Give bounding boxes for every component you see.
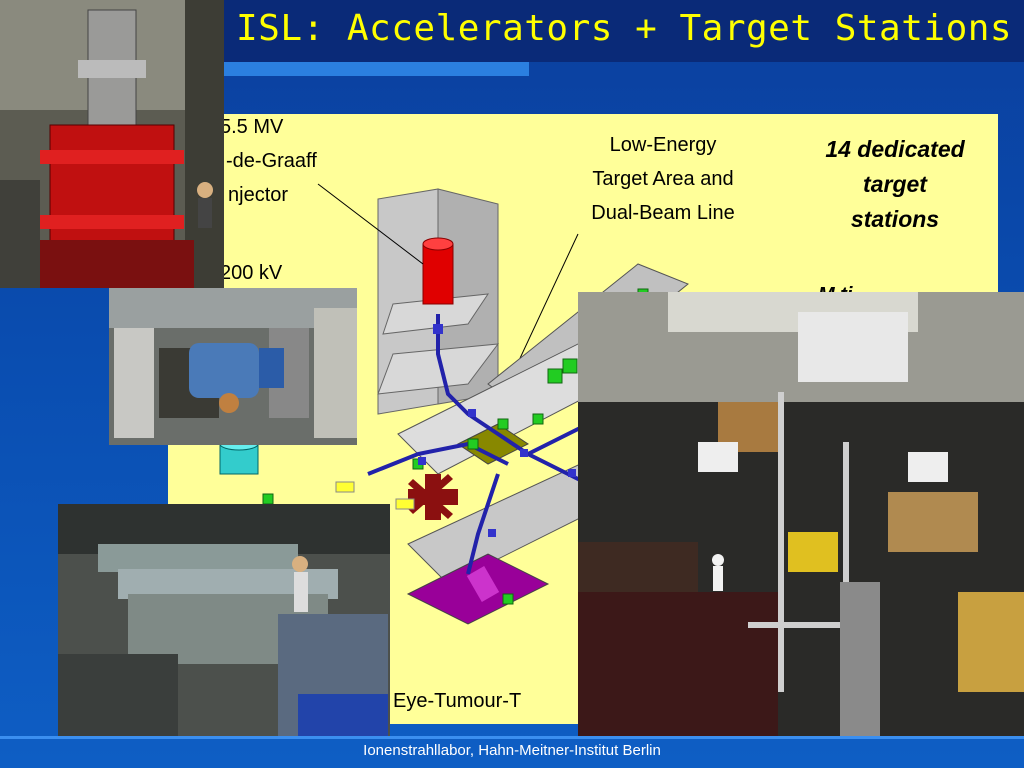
olive-room — [457, 423, 529, 465]
voltage-label: 200 kV — [220, 262, 283, 284]
tower-floor — [377, 343, 500, 395]
title-bar — [224, 0, 1024, 62]
low-energy-label-3: Dual-Beam Line — [591, 202, 735, 224]
yellow-magnet — [395, 498, 415, 510]
beam-elements — [418, 324, 576, 537]
dedicated-stations-callout: 14 dedicated target stations — [795, 132, 995, 237]
beamline-branch — [367, 441, 509, 476]
linac-photo — [58, 504, 390, 736]
beamline-down — [466, 473, 500, 575]
low-energy-label-2: Target Area and — [592, 168, 734, 190]
dedicated-line-2: target — [863, 171, 927, 197]
tank-top — [422, 237, 454, 251]
footer-divider — [0, 736, 1024, 739]
cyclotron — [408, 474, 458, 520]
injector-label-1: 5.5 MV — [220, 116, 284, 138]
target-hall-photo — [578, 292, 1024, 736]
yellow-magnet — [335, 481, 355, 493]
van-de-graaff-photo — [0, 0, 224, 288]
title-accent-bar — [224, 62, 529, 76]
low-energy-label-1: Low-Energy — [609, 134, 717, 156]
injector-label-2: -de-Graaff — [226, 150, 317, 172]
beamline-equipment-photo — [109, 288, 357, 445]
van-de-graaff-tank — [422, 243, 454, 305]
injector-pointer — [317, 183, 424, 265]
dedicated-line-1: 14 dedicated — [825, 136, 965, 162]
treatment-beam — [466, 566, 500, 602]
injector-label-3: njector — [228, 184, 289, 206]
footer-text: Ionenstrahllabor, Hahn-Meitner-Institut … — [363, 742, 661, 759]
eye-tumour-label: Eye-Tumour-T — [393, 690, 522, 712]
beamline-main — [436, 314, 609, 496]
tower-platform — [382, 293, 490, 335]
slide-title: ISL: Accelerators + Target Stations — [236, 8, 1013, 49]
dedicated-line-3: stations — [850, 206, 940, 232]
